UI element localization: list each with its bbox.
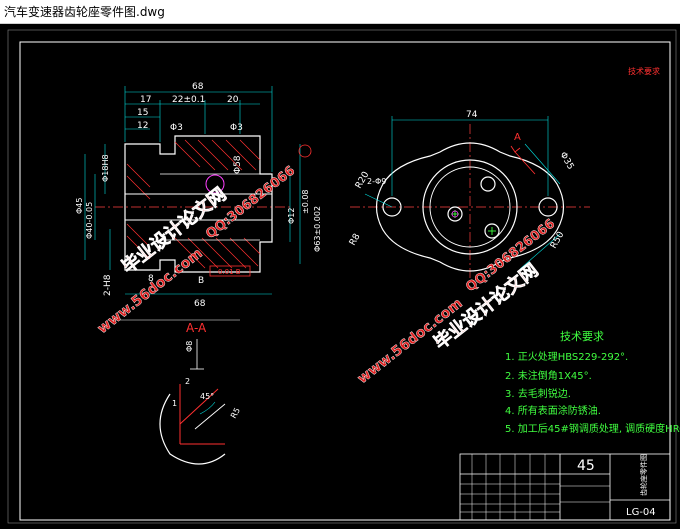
cad-canvas[interactable]: 技术要求	[0, 24, 680, 525]
flatness-tolerance: 0.01 B	[218, 268, 241, 276]
detail-phi8: Φ8	[185, 341, 194, 352]
drawing-frame	[19, 41, 671, 521]
dim-phi18h8: Φ18H8	[101, 154, 110, 182]
dim-20: 20	[227, 95, 239, 105]
dim-12: 12	[137, 121, 148, 131]
corner-note: 技术要求	[628, 66, 660, 76]
dim-17: 17	[140, 95, 151, 105]
technical-requirements: 技术要求 1. 正火处理HBS229-292°. 2. 未注倒角1X45°. 3…	[505, 330, 680, 435]
dim-phi58: Φ58	[233, 155, 243, 174]
dim-hole-phi3-b: Φ3	[230, 123, 243, 133]
section-label-aa: A-A	[186, 321, 207, 335]
dim-phi45: Φ45	[75, 198, 84, 214]
dim-hole-phi3-a: Φ3	[170, 123, 183, 133]
tech-heading: 技术要求	[560, 330, 604, 343]
dim-bottom-68: 68	[194, 299, 206, 309]
dim-phi40: Φ40-0.05	[85, 202, 94, 239]
title-part-name: 齿轮座零件图	[639, 454, 648, 496]
window-title: 汽车变速器齿轮座零件图.dwg	[0, 0, 680, 24]
dim-phi63: Φ63±0.002	[313, 206, 322, 252]
detail-dim-1: 1	[172, 399, 177, 408]
dim-phi12: Φ12	[287, 208, 296, 224]
flange-view	[350, 124, 590, 289]
view-arrow-a: A	[514, 132, 521, 143]
tech-item-5: 5. 加工后45#钢调质处理, 调质硬度HRC23~30.	[505, 422, 680, 435]
title-drawing-no: LG-04	[626, 507, 656, 518]
tech-item-3: 3. 去毛刺锐边.	[505, 387, 571, 400]
dim-phi35: Φ35	[557, 151, 575, 172]
detail-r: R5	[229, 406, 242, 420]
dim-r8: R8	[348, 232, 363, 248]
dim-2phi9: 2-Φ9	[367, 177, 386, 186]
tech-item-2: 2. 未注倒角1X45°.	[505, 369, 592, 382]
dim-bottom-8: 8	[148, 274, 154, 284]
section-view-aa	[84, 86, 312, 321]
dim-tol-008: ±0.08	[301, 189, 310, 214]
detail-view	[159, 339, 226, 465]
drawing-svg: 技术要求	[7, 29, 680, 524]
dim-2h8: 2-H8	[103, 274, 113, 296]
title-material: 45	[577, 458, 595, 474]
detail-dim-2: 2	[185, 377, 190, 386]
dim-74: 74	[466, 110, 478, 120]
tech-item-1: 1. 正火处理HBS229-292°.	[505, 351, 628, 363]
outer-border	[7, 29, 677, 524]
title-block	[459, 453, 671, 521]
dim-b: B	[198, 276, 204, 286]
tech-item-4: 4. 所有表面涂防锈油.	[505, 404, 601, 417]
watermarks: 毕业设计论文网 QQ:306826066 www.56doc.com 毕业设计论…	[94, 163, 558, 387]
dim-22: 22±0.1	[172, 95, 205, 105]
dim-overall-68: 68	[192, 82, 204, 92]
dim-15: 15	[137, 108, 148, 118]
detail-angle: 45°	[200, 392, 214, 401]
